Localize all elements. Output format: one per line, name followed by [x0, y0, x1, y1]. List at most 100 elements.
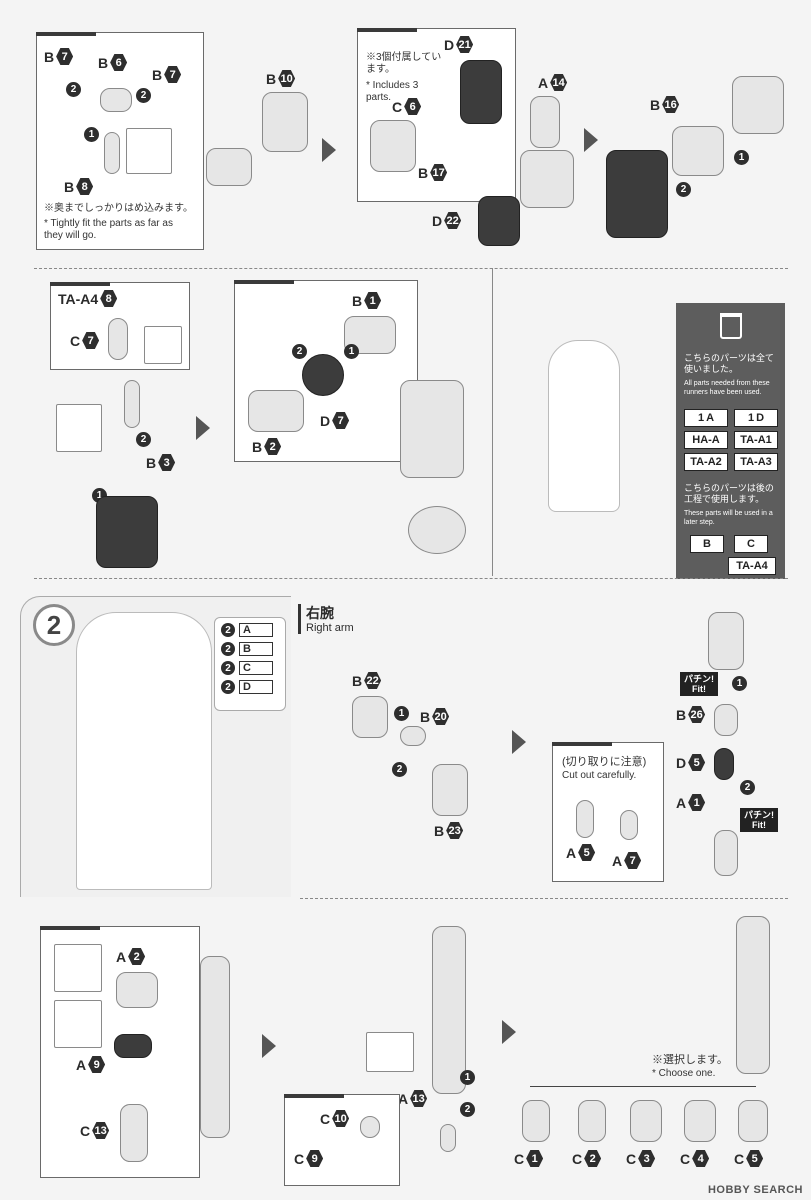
head-joint-part [100, 88, 132, 112]
runner-letter: A [538, 74, 549, 91]
runner-letter: B [146, 454, 157, 471]
runner-letter: C [80, 1122, 91, 1139]
part-number: 5 [688, 754, 706, 771]
part-number: 7 [164, 66, 182, 83]
fit-badge-en: Fit! [752, 820, 766, 830]
step-order-badge: 2 [292, 344, 307, 359]
joint-assembly-part [206, 148, 252, 186]
elbow-part [576, 800, 594, 838]
runner-later-b: B [690, 535, 724, 553]
caution-en: Cut out carefully. [562, 770, 637, 781]
runner-letter: B [252, 438, 263, 455]
note-jp: ※奥までしっかりはめ込みます。 [44, 203, 193, 214]
runner-letter: B [434, 822, 445, 839]
runner-status-panel: こちらのパーツは全て使いました。 All parts needed from t… [676, 303, 785, 579]
completed-arm-part [736, 916, 770, 1074]
chest-assembly-part [520, 150, 574, 208]
panel-tab [357, 28, 417, 32]
part-number: 22 [364, 672, 382, 689]
part-number: 7 [56, 48, 74, 65]
part-number: 3 [158, 454, 176, 471]
runner-number: 2 [221, 680, 235, 694]
part-number: 21 [456, 36, 474, 53]
cuff-bottom-inset [54, 1000, 102, 1048]
panel-tab [40, 926, 100, 930]
part-number: 5 [746, 1150, 764, 1167]
fit-badge: パチン!Fit! [680, 672, 718, 696]
elbow-joint-part [714, 748, 734, 780]
torso-assembly-part [96, 496, 158, 568]
runner-later-ta-a4: TA-A4 [728, 557, 776, 575]
fit-badge-en: Fit! [692, 684, 706, 694]
used-note-en: All parts needed from these runners have… [684, 380, 770, 396]
part-number: 23 [446, 822, 464, 839]
cuff-band-part [114, 1034, 152, 1058]
hand-option-part [630, 1100, 662, 1142]
trash-icon [720, 313, 742, 339]
caution-jp: (切り取りに注意) [562, 756, 647, 768]
runner-used-ta-a1: TA-A1 [734, 431, 778, 449]
runner-letter: A [566, 844, 577, 861]
cuff-top-inset [54, 944, 102, 992]
panel-tab [50, 282, 110, 286]
runner-letter: A [239, 623, 273, 637]
runner-letter: C [392, 98, 403, 115]
skirt-base-part [408, 506, 466, 554]
waist-joint-part [302, 354, 344, 396]
waist-back-part [344, 316, 396, 354]
runner-letter: TA-A4 [58, 290, 99, 307]
ribbon-part [460, 60, 502, 124]
hand-option-part [578, 1100, 606, 1142]
section-title-bar [298, 604, 301, 634]
runner-letter: C [514, 1150, 525, 1167]
runner-letter: A [706, 412, 715, 424]
upper-arm-part [432, 764, 468, 816]
runner-number: 2 [221, 661, 235, 675]
note-en: * Tightly fit the parts as far as they w… [44, 218, 173, 241]
note-en: * Includes 3 parts. [366, 80, 419, 103]
part-number: 6 [110, 54, 128, 71]
part-number: 14 [550, 74, 568, 91]
fit-badge: パチン!Fit! [740, 808, 778, 832]
next-step-arrow [584, 128, 598, 152]
arm-assembly-part [200, 956, 230, 1138]
part-number: 17 [430, 164, 448, 181]
part-number: 1 [688, 794, 706, 811]
runner-letter: C [572, 1150, 583, 1167]
completed-figure-image [548, 340, 620, 512]
neck-part [108, 318, 128, 360]
runner-letter: C [294, 1150, 305, 1167]
arm-with-cuff-part [432, 926, 466, 1094]
chest-plate-part [370, 120, 416, 172]
panel-cut-carefully [552, 742, 664, 882]
fit-badge-jp: パチン! [684, 674, 714, 684]
forearm-lower-part [120, 1104, 148, 1162]
later-note-jp: こちらのパーツは後の工程で使用します。 [684, 483, 774, 504]
neck-peg-part [104, 132, 120, 174]
runner-letter: D [239, 680, 273, 694]
shoulder-joint-part [400, 726, 426, 746]
upper-arm-assembly-part [708, 612, 744, 670]
runner-letter: C [70, 332, 81, 349]
panel-tab [284, 1094, 344, 1098]
part-number: 8 [100, 290, 118, 307]
part-number: 16 [662, 96, 680, 113]
